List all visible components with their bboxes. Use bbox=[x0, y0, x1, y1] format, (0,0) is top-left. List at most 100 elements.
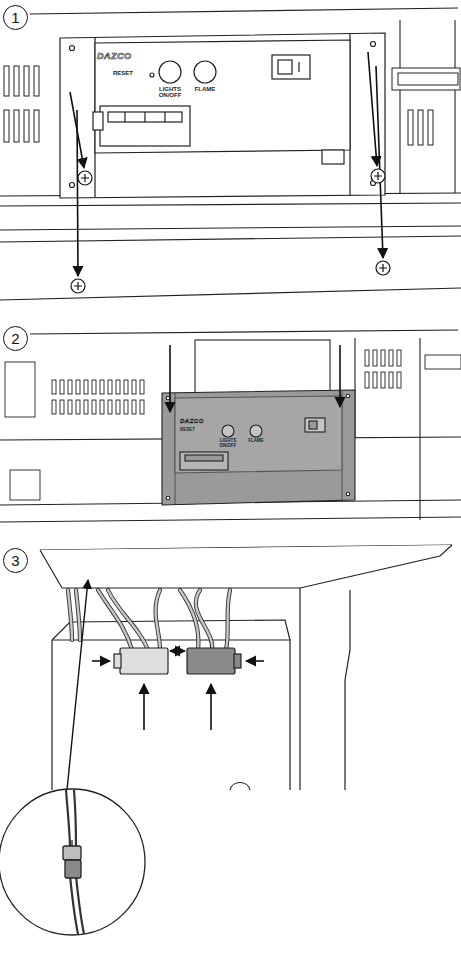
control-bracket bbox=[60, 33, 385, 198]
wire-bundle bbox=[226, 590, 230, 650]
step-number: 1 bbox=[11, 10, 19, 25]
vent-slots bbox=[76, 400, 80, 414]
vent-slots bbox=[14, 66, 19, 96]
control-bracket bbox=[95, 34, 350, 197]
unit-frame bbox=[0, 8, 461, 300]
button-label: RESET bbox=[180, 428, 206, 433]
vent-slots bbox=[10, 470, 40, 500]
vent-slots bbox=[100, 380, 104, 394]
vent-slots bbox=[132, 400, 136, 414]
vent-slots bbox=[116, 400, 120, 414]
vent-slots bbox=[4, 66, 9, 96]
screw bbox=[81, 174, 89, 182]
vent-slots bbox=[24, 66, 29, 96]
removal-arrow bbox=[70, 52, 383, 276]
unit-housing bbox=[40, 545, 452, 588]
control-bracket bbox=[298, 62, 299, 72]
wire-connector bbox=[114, 654, 121, 668]
unit-frame bbox=[0, 288, 461, 300]
unit-frame bbox=[399, 20, 400, 193]
screw bbox=[71, 169, 390, 293]
wire-bundle bbox=[76, 590, 80, 640]
vent-slots bbox=[14, 110, 19, 142]
vent-slots bbox=[381, 372, 385, 388]
vent-slots bbox=[381, 350, 385, 366]
control-bracket bbox=[222, 425, 234, 437]
control-bracket bbox=[162, 340, 355, 505]
unit-frame bbox=[0, 236, 461, 242]
unit-housing bbox=[230, 783, 250, 791]
control-bracket bbox=[60, 33, 385, 198]
wire-bundle bbox=[226, 590, 230, 650]
control-bracket bbox=[175, 396, 342, 473]
vent-slots bbox=[84, 400, 88, 414]
detail-leader bbox=[66, 580, 88, 800]
screw bbox=[371, 169, 385, 183]
wire-bundle bbox=[196, 590, 212, 650]
unit-frame bbox=[30, 330, 458, 334]
vent-slots bbox=[68, 380, 72, 394]
vent-slots bbox=[373, 350, 377, 366]
vent-slots bbox=[100, 400, 104, 414]
step-number: 2 bbox=[11, 331, 19, 346]
press-arrow bbox=[246, 660, 264, 662]
press-arrow bbox=[170, 650, 185, 652]
detail-leader bbox=[66, 580, 88, 800]
vent-slots bbox=[397, 350, 401, 366]
vent-slots bbox=[124, 380, 128, 394]
insert-arrow bbox=[169, 345, 171, 412]
control-bracket bbox=[175, 390, 342, 504]
button-label: LIGHTS ON/OFF bbox=[153, 86, 187, 99]
unit-housing bbox=[345, 590, 350, 790]
control-bracket bbox=[371, 42, 376, 47]
unit-frame bbox=[0, 517, 461, 522]
wire-bundle bbox=[68, 590, 72, 640]
vent-slots bbox=[140, 400, 144, 414]
screw bbox=[71, 279, 85, 293]
button-label: FLAME bbox=[190, 86, 220, 92]
wire-bundle bbox=[68, 590, 230, 650]
step-circle: 3 bbox=[3, 548, 28, 573]
vent-slots bbox=[425, 355, 461, 369]
vent-slots bbox=[84, 380, 88, 394]
unit-housing bbox=[51, 640, 52, 790]
control-bracket bbox=[278, 60, 292, 74]
button-label: LIGHTS ON/OFF bbox=[218, 439, 238, 448]
wire-bundle bbox=[156, 590, 160, 650]
unit-frame bbox=[419, 338, 420, 520]
control-bracket bbox=[166, 496, 170, 500]
control-bracket bbox=[70, 46, 75, 51]
unit-frame bbox=[30, 8, 458, 14]
press-arrow bbox=[210, 684, 212, 730]
control-bracket bbox=[194, 61, 216, 83]
control-bracket bbox=[125, 112, 165, 122]
vent-slots bbox=[68, 400, 72, 414]
detail-magnifier bbox=[70, 876, 84, 934]
vent-slots bbox=[132, 380, 136, 394]
screw bbox=[78, 171, 92, 185]
step-circle: 1 bbox=[3, 5, 28, 30]
detail-magnifier bbox=[65, 860, 81, 878]
control-bracket bbox=[108, 112, 182, 122]
unit-frame bbox=[0, 330, 461, 522]
control-bracket bbox=[346, 492, 350, 496]
press-arrow bbox=[92, 660, 110, 662]
vent-slots bbox=[108, 380, 112, 394]
vent-slots bbox=[4, 110, 9, 142]
unit-housing bbox=[52, 620, 290, 640]
wire-bundle bbox=[98, 590, 132, 650]
vent-slots bbox=[92, 380, 96, 394]
vent-slots bbox=[34, 66, 39, 96]
unit-frame bbox=[0, 226, 461, 230]
detail-magnifier bbox=[66, 790, 76, 848]
unit-housing bbox=[52, 640, 290, 790]
screw bbox=[376, 261, 390, 275]
control-bracket bbox=[95, 40, 350, 153]
vent-slots bbox=[34, 110, 39, 142]
detail-magnifier bbox=[0, 789, 145, 935]
control-bracket bbox=[70, 183, 75, 188]
vent-slots bbox=[52, 400, 56, 414]
vent-slots bbox=[24, 110, 29, 142]
